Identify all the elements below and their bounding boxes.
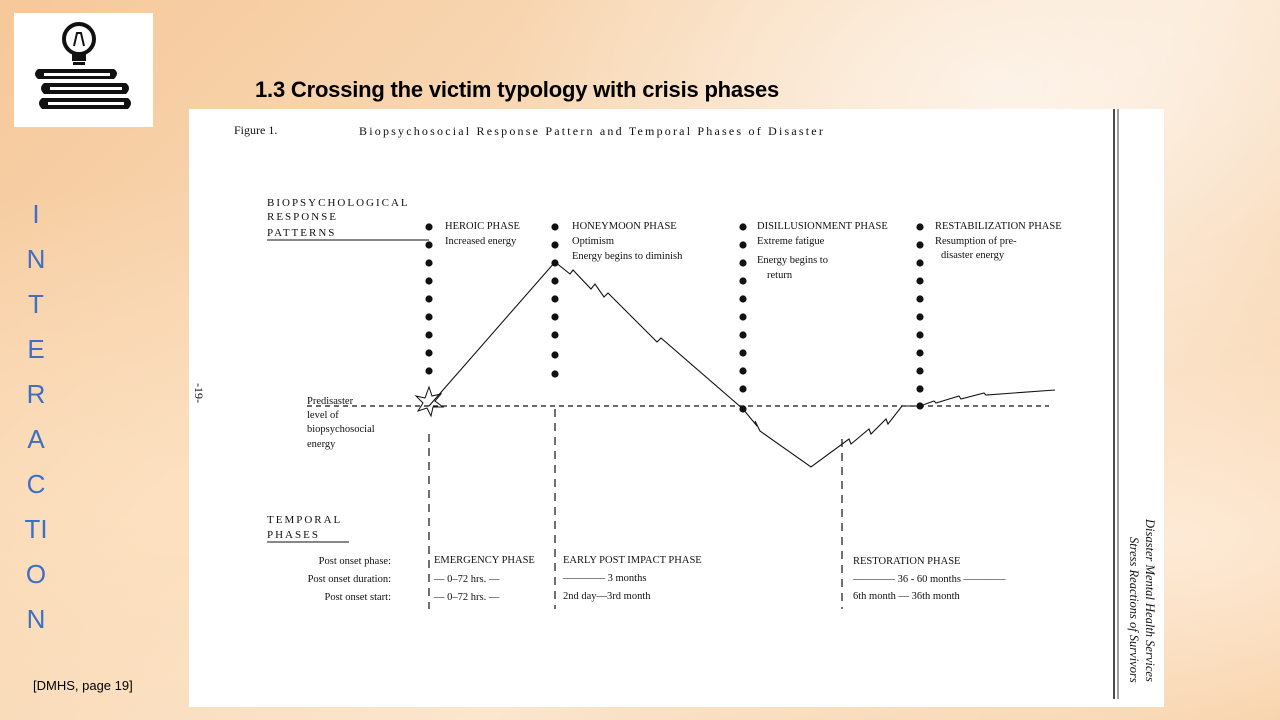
vertical-letter: N: [26, 604, 46, 634]
phase-heroic: HEROIC PHASE Increased energy: [445, 221, 520, 247]
phase-name: HEROIC PHASE: [445, 221, 520, 232]
figure-title: Biopsychosocial Response Pattern and Tem…: [359, 124, 825, 138]
temporal-row-label: Post onset start:: [324, 592, 391, 603]
temporal-restoration-duration: ———— 36 - 60 months ————: [852, 574, 1006, 585]
figure-label: Figure 1.: [234, 123, 277, 137]
disaster-phases-diagram: Figure 1. Biopsychosocial Response Patte…: [192, 109, 1157, 699]
vertical-letter: C: [26, 469, 46, 499]
response-heading-line: PATTERNS: [267, 227, 336, 239]
side-caption: Disaster Mental Health Services Stress R…: [1127, 518, 1157, 683]
disaster-impact-star-icon: [414, 385, 445, 418]
citation: [DMHS, page 19]: [33, 678, 133, 693]
side-caption-line: Stress Reactions of Survivors: [1127, 537, 1141, 683]
phase-line: Extreme fatigue: [757, 236, 825, 247]
vertical-letter: I: [32, 199, 40, 229]
phase-line: Energy begins to diminish: [572, 251, 683, 262]
predisaster-label-line: energy: [307, 439, 336, 450]
temporal-dividers: [428, 409, 843, 609]
phase-disillusionment: DISILLUSIONMENT PHASE Extreme fatigue En…: [757, 221, 888, 281]
vertical-letter: E: [27, 334, 45, 364]
phase-line: Increased energy: [445, 236, 517, 247]
slide-title: 1.3 Crossing the victim typology with cr…: [255, 77, 780, 102]
response-heading-line: BIOPSYCHOLOGICAL: [267, 197, 410, 209]
temporal-emergency-start: — 0–72 hrs. —: [433, 592, 500, 603]
logo: [14, 13, 153, 127]
temporal-emergency-phase: EMERGENCY PHASE: [434, 555, 535, 566]
temporal-restoration-phase: RESTORATION PHASE: [853, 556, 960, 567]
phase-boundary-dots: [425, 223, 924, 413]
temporal-restoration-start: 6th month — 36th month: [853, 591, 961, 602]
vertical-letter: A: [27, 424, 45, 454]
phase-line: Energy begins to: [757, 255, 828, 266]
lightbulb-on-books-icon: [35, 22, 131, 109]
phase-line: return: [767, 270, 793, 281]
phase-name: HONEYMOON PHASE: [572, 221, 677, 232]
predisaster-label-line: Predisaster: [307, 396, 354, 407]
phase-line: disaster energy: [941, 250, 1005, 261]
phase-honeymoon: HONEYMOON PHASE Optimism Energy begins t…: [572, 221, 683, 262]
vertical-letter: TI: [24, 514, 48, 544]
temporal-early-start: 2nd day—3rd month: [563, 591, 651, 602]
energy-response-curve: [428, 261, 1056, 468]
phase-line: Optimism: [572, 236, 614, 247]
vertical-word-interaction: I N T E R A C TI O N: [18, 192, 54, 642]
temporal-emergency-duration: — 0–72 hrs. —: [433, 574, 500, 585]
phase-line: Resumption of pre-: [935, 236, 1017, 247]
phase-name: RESTABILIZATION PHASE: [935, 221, 1062, 232]
temporal-row-label: Post onset phase:: [319, 556, 391, 567]
temporal-heading-line: TEMPORAL: [267, 514, 342, 526]
side-caption-line: Disaster Mental Health Services: [1143, 518, 1157, 682]
vertical-letter: N: [26, 244, 46, 274]
svg-text:-19-: -19-: [192, 383, 206, 403]
phase-restabilization: RESTABILIZATION PHASE Resumption of pre-…: [935, 221, 1062, 261]
figure-panel: Figure 1. Biopsychosocial Response Patte…: [189, 109, 1164, 707]
temporal-early-phase: EARLY POST IMPACT PHASE: [563, 555, 702, 566]
response-heading-line: RESPONSE: [267, 211, 338, 223]
vertical-letter: R: [26, 379, 46, 409]
temporal-row-label: Post onset duration:: [308, 574, 391, 585]
temporal-early-duration: ———— 3 months: [562, 573, 646, 584]
vertical-letter: O: [25, 559, 47, 589]
predisaster-label-line: biopsychosocial: [307, 424, 375, 435]
temporal-heading-line: PHASES: [267, 529, 320, 541]
vertical-letter: T: [28, 289, 44, 319]
phase-name: DISILLUSIONMENT PHASE: [757, 221, 888, 232]
predisaster-label-line: level of: [307, 410, 339, 421]
page-number: -19-: [192, 383, 206, 403]
